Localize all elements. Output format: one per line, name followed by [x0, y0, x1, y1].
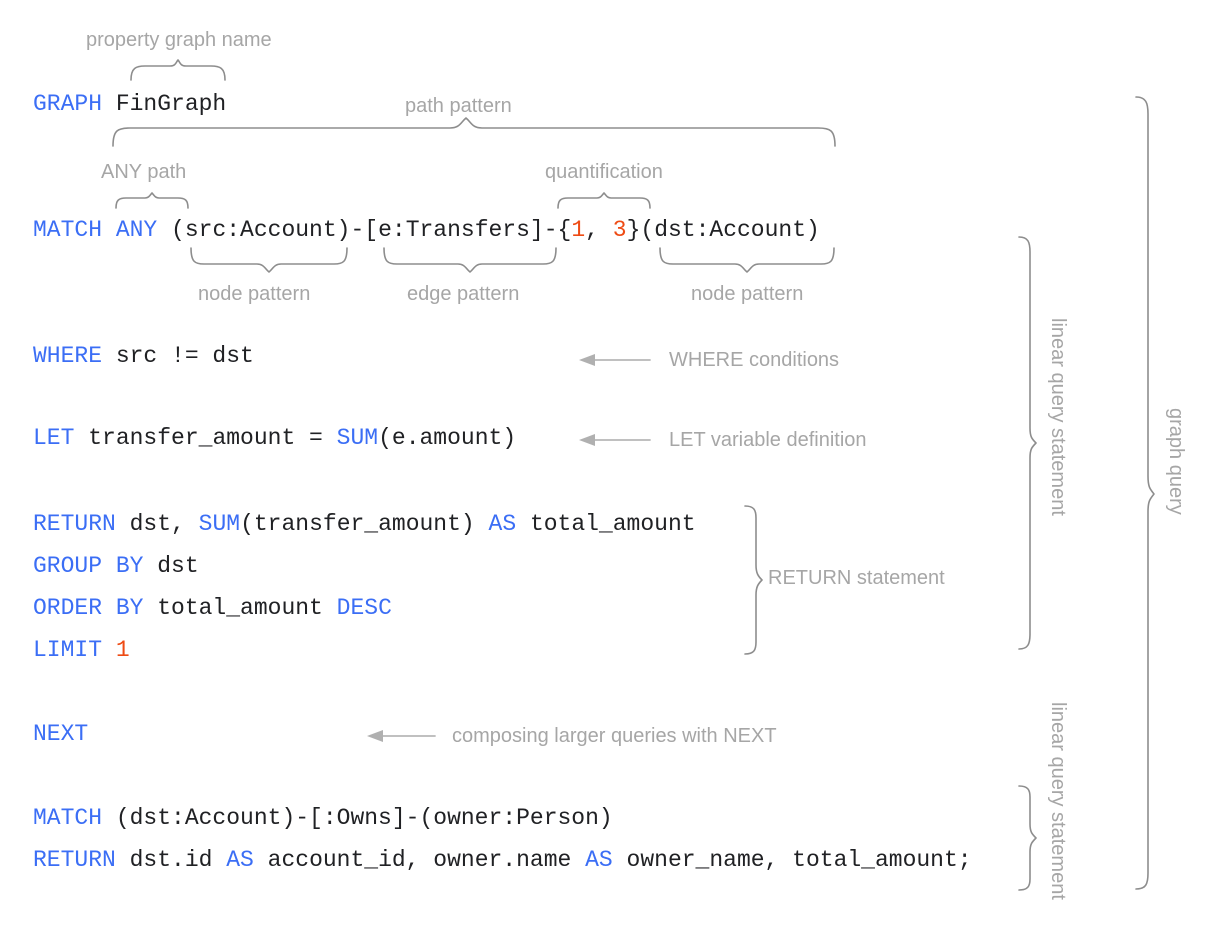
brace-node-pattern-left: [190, 247, 348, 273]
keyword-as-2: AS: [226, 847, 254, 873]
return-alias: total_amount: [516, 511, 696, 537]
code-line-limit: LIMIT 1: [33, 639, 130, 662]
code-line-match-2: MATCH (dst:Account)-[:Owns]-(owner:Perso…: [33, 807, 613, 830]
brace-property-graph-name: [130, 59, 226, 81]
annotation-property-graph-name: property graph name: [86, 29, 272, 51]
keyword-where: WHERE: [33, 343, 103, 369]
return-items-2: (transfer_amount): [240, 511, 489, 537]
brace-node-pattern-right: [659, 247, 835, 273]
brace-edge-pattern: [383, 247, 557, 273]
code-line-order-by: ORDER BY total_amount DESC: [33, 597, 392, 620]
code-line-let: LET transfer_amount = SUM(e.amount): [33, 427, 516, 450]
code-line-next: NEXT: [33, 723, 88, 746]
code-line-return-1: RETURN dst, SUM(transfer_amount) AS tota…: [33, 513, 696, 536]
keyword-as-3: AS: [585, 847, 613, 873]
function-sum: SUM: [336, 425, 379, 451]
keyword-match: MATCH: [33, 217, 103, 243]
quantifier-min: 1: [571, 217, 586, 243]
annotation-node-pattern-left: node pattern: [198, 283, 311, 305]
return-2-item-2: account_id, owner.name: [253, 847, 586, 873]
return-2-item-3: owner_name, total_amount;: [612, 847, 972, 873]
arrow-where-conditions: [579, 354, 651, 366]
keyword-next: NEXT: [33, 721, 89, 747]
node-pattern-src: (src:Account): [157, 217, 351, 243]
order-by-key: total_amount: [143, 595, 337, 621]
quantifier-open-brace: {: [557, 217, 572, 243]
let-lhs: transfer_amount =: [74, 425, 337, 451]
annotation-graph-query: graph query: [1165, 408, 1187, 515]
brace-linear-query-statement-2: [1018, 785, 1037, 891]
code-line-group-by: GROUP BY dst: [33, 555, 199, 578]
annotation-node-pattern-right: node pattern: [691, 283, 804, 305]
return-items-1: dst,: [115, 511, 199, 537]
keyword-graph: GRAPH: [33, 91, 103, 117]
arrow-let-variable-definition: [579, 434, 651, 446]
brace-linear-query-statement-1: [1018, 236, 1037, 650]
keyword-return-2: RETURN: [33, 847, 116, 873]
keyword-return: RETURN: [33, 511, 116, 537]
limit-value: 1: [115, 637, 130, 663]
quantifier-max: 3: [612, 217, 627, 243]
quantifier-separator: ,: [585, 217, 613, 243]
annotation-edge-pattern: edge pattern: [407, 283, 520, 305]
code-line-return-2: RETURN dst.id AS account_id, owner.name …: [33, 849, 972, 872]
keyword-desc: DESC: [336, 595, 392, 621]
dash-left: -: [350, 217, 365, 243]
annotation-linear-query-statement-1: linear query statement: [1047, 318, 1069, 516]
keyword-limit: LIMIT: [33, 637, 103, 663]
group-by-key: dst: [143, 553, 199, 579]
brace-return-statement: [744, 505, 763, 655]
code-line-where: WHERE src != dst: [33, 345, 254, 368]
brace-any-path: [115, 192, 189, 209]
annotation-quantification: quantification: [545, 161, 663, 183]
node-pattern-dst: (dst:Account): [640, 217, 820, 243]
where-expression: src != dst: [102, 343, 254, 369]
annotation-path-pattern: path pattern: [405, 95, 512, 117]
quantifier-close-brace: }: [626, 217, 641, 243]
keyword-as: AS: [488, 511, 517, 537]
annotation-where-conditions: WHERE conditions: [669, 349, 840, 371]
let-args: (e.amount): [378, 425, 517, 451]
keyword-let: LET: [33, 425, 75, 451]
keyword-any: ANY: [102, 217, 158, 243]
annotation-composing-with-next: composing larger queries with NEXT: [452, 725, 777, 747]
annotation-let-variable-definition: LET variable definition: [669, 429, 867, 451]
annotation-any-path: ANY path: [101, 161, 187, 183]
keyword-order-by: ORDER BY: [33, 595, 144, 621]
keyword-group-by: GROUP BY: [33, 553, 144, 579]
keyword-match-2: MATCH: [33, 805, 103, 831]
graph-name-value: FinGraph: [102, 91, 227, 117]
code-line-match: MATCH ANY (src:Account)-[e:Transfers]-{1…: [33, 219, 820, 242]
annotation-linear-query-statement-2: linear query statement: [1047, 702, 1069, 900]
edge-pattern-transfers: [e:Transfers]: [364, 217, 544, 243]
code-line-graph: GRAPH FinGraph: [33, 93, 226, 116]
return-2-item-1: dst.id: [115, 847, 227, 873]
brace-quantification: [557, 192, 651, 209]
match-2-pattern: (dst:Account)-[:Owns]-(owner:Person): [102, 805, 613, 831]
function-sum-2: SUM: [198, 511, 241, 537]
annotation-return-statement: RETURN statement: [768, 567, 945, 589]
brace-graph-query: [1135, 96, 1155, 890]
dash-right: -: [543, 217, 558, 243]
brace-path-pattern: [112, 117, 836, 147]
arrow-composing-with-next: [367, 730, 436, 742]
